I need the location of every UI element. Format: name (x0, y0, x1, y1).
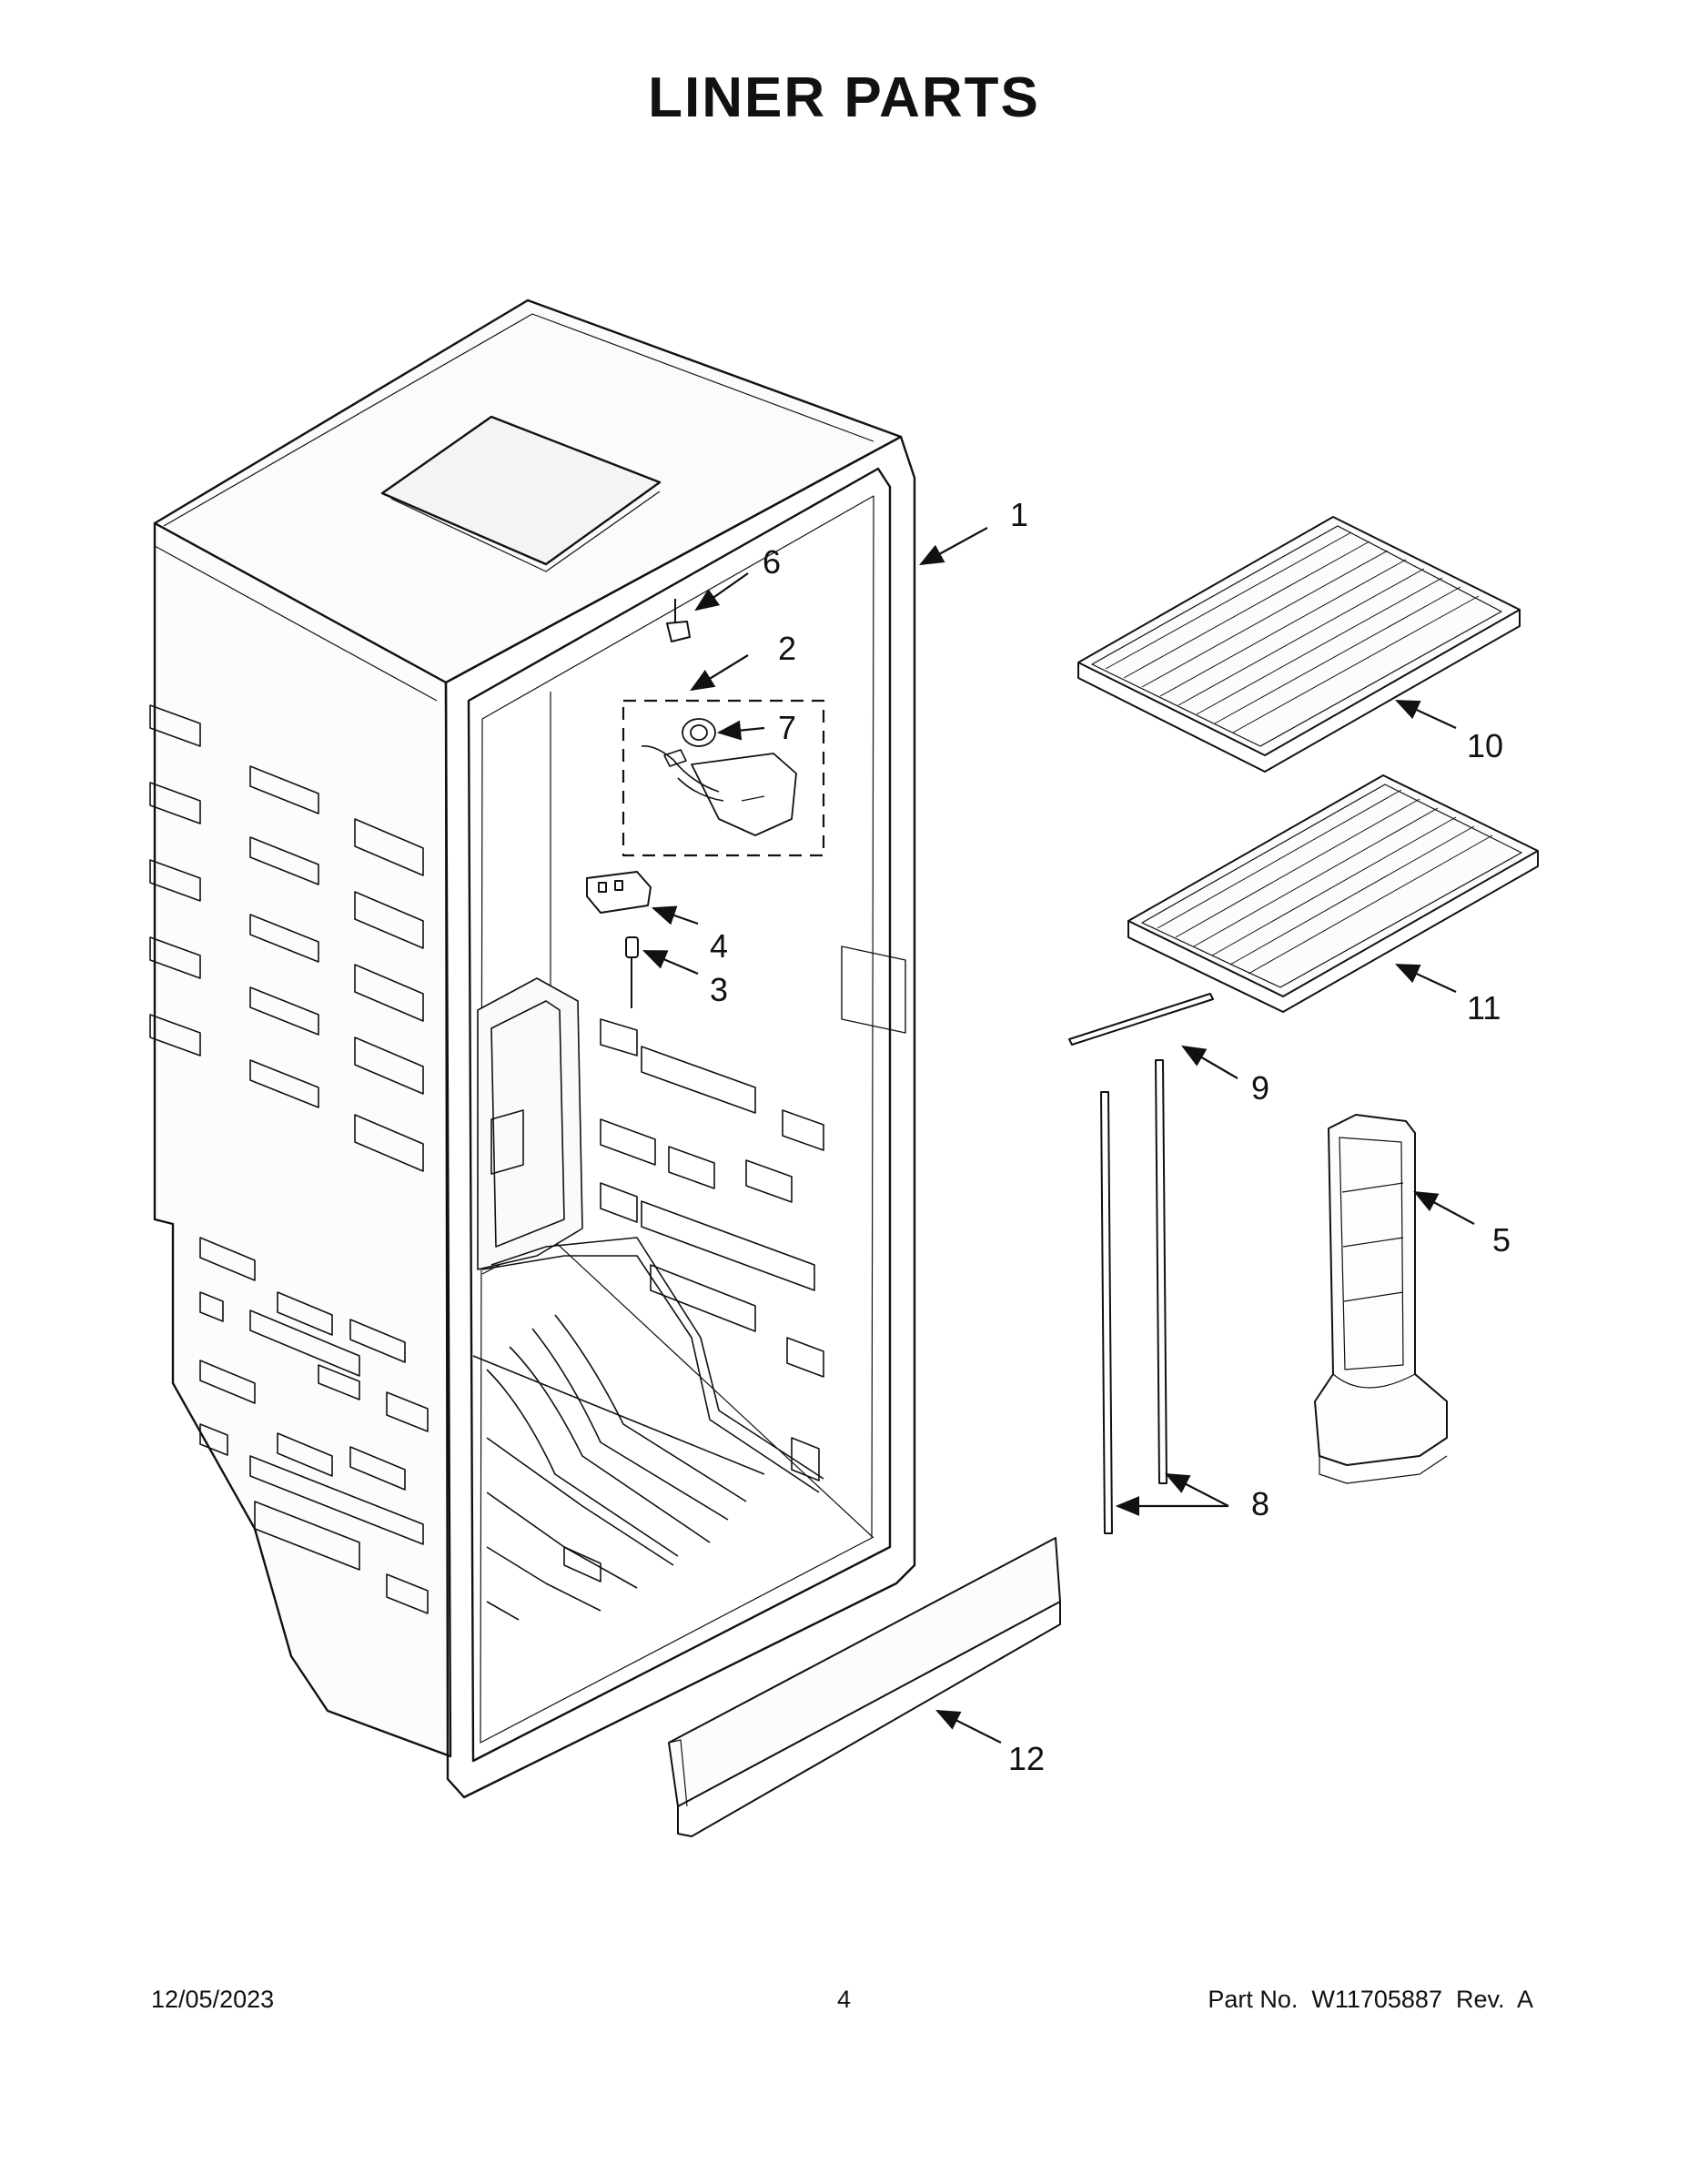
callout-7: 7 (778, 709, 796, 746)
callout-2: 2 (778, 630, 796, 667)
callout-10: 10 (1467, 727, 1503, 764)
trim-part (1068, 993, 1214, 1046)
light-cover-part (586, 871, 652, 914)
callout-8: 8 (1251, 1485, 1269, 1522)
switch-part (666, 599, 691, 642)
liner-part (149, 298, 916, 1799)
air-duct-part (1314, 1114, 1448, 1484)
vertical-trim-part (1100, 1059, 1167, 1534)
light-assembly-part (622, 699, 825, 857)
upper-shelf-part (1077, 516, 1521, 773)
lower-shelf-part (1127, 774, 1539, 1013)
callout-12: 12 (1008, 1740, 1045, 1777)
callout-4: 4 (710, 927, 728, 965)
callout-3: 3 (710, 971, 728, 1008)
footer-part-number: Part No. W11705887 Rev. A (1208, 1986, 1533, 2013)
callout-1: 1 (1010, 496, 1028, 533)
callout-6: 6 (763, 543, 781, 581)
lamp-socket-part (682, 718, 716, 747)
callout-5: 5 (1492, 1221, 1511, 1259)
footer-page-number: 4 (836, 1986, 852, 2013)
leader-lines (642, 527, 1475, 1744)
callout-9: 9 (1251, 1069, 1269, 1107)
thermistor-part (625, 936, 639, 1008)
callout-11: 11 (1467, 989, 1501, 1026)
page-title: LINER PARTS (648, 66, 1040, 129)
callout-labels: 1 2 3 4 5 6 7 8 9 10 11 12 (710, 496, 1511, 1777)
footer-date: 12/05/2023 (151, 1986, 275, 2013)
bottom-trim-part (668, 1537, 1061, 1837)
